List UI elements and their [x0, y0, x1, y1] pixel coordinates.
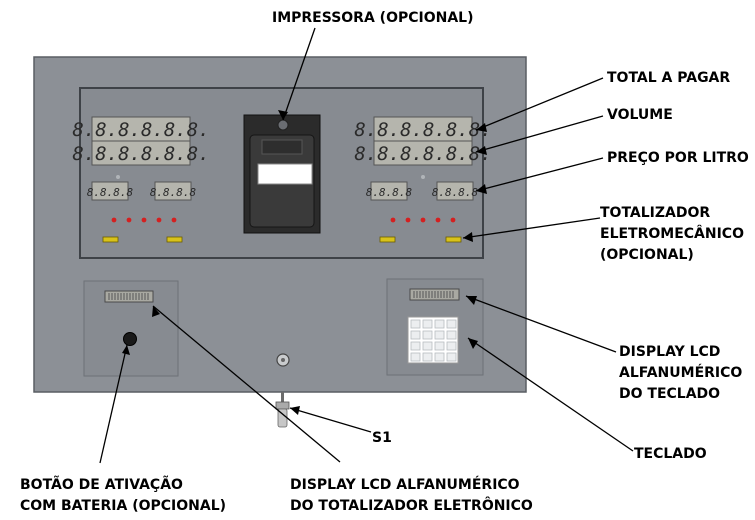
led: [450, 217, 456, 223]
right-price-lcd-a: [370, 181, 408, 201]
printer: [243, 114, 321, 234]
led: [141, 217, 147, 223]
left-volume-digits: 8.8.8.8.8.8.: [72, 143, 209, 165]
label-s1: S1: [372, 430, 392, 446]
left-price-digits-a: 8.8.8.8: [87, 186, 134, 199]
left-sensor-dot: [116, 175, 120, 179]
label-preco-por-litro: PREÇO POR LITRO: [607, 150, 749, 166]
led: [435, 217, 441, 223]
left-totalizer-b: [166, 236, 183, 243]
label-total-a-pagar: TOTAL A PAGAR: [607, 70, 731, 86]
activation-button[interactable]: [123, 332, 137, 346]
right-price-digits-a: 8.8.8.8: [366, 186, 413, 199]
right-volume-lcd: [373, 140, 473, 166]
left-lcd-ticks: [108, 293, 149, 300]
led: [156, 217, 162, 223]
keypad[interactable]: [407, 316, 459, 364]
led: [405, 217, 411, 223]
label-lcd-teclado: DISPLAY LCD ALFANUMÉRICO DO TECLADO: [619, 344, 743, 402]
right-lcd-ticks: [413, 291, 454, 298]
led: [171, 217, 177, 223]
arrow-heads: [122, 110, 487, 415]
label-impressora: IMPRESSORA (OPCIONAL): [272, 10, 474, 26]
left-total-digits: 8.8.8.8.8.8.: [72, 119, 209, 141]
left-totalizer-a: [102, 236, 119, 243]
led: [390, 217, 396, 223]
right-sensor-dot: [421, 175, 425, 179]
label-lcd-totalizador: DISPLAY LCD ALFANUMÉRICO DO TOTALIZADOR …: [290, 477, 533, 514]
s1-key-switch: [275, 392, 290, 428]
left-price-digits-b: 8.8.8.8: [150, 186, 197, 199]
right-price-digits-b: 8.8.8.8: [432, 186, 479, 199]
left-lcd-alfanumerico: [104, 290, 154, 303]
right-volume-digits: 8.8.8.8.8.8.: [354, 143, 491, 165]
led: [111, 217, 117, 223]
leader-lines: [99, 27, 634, 464]
led: [420, 217, 426, 223]
left-volume-lcd: [91, 140, 191, 166]
label-teclado: TECLADO: [634, 446, 707, 462]
left-led-row: [111, 217, 177, 223]
label-totalizador: TOTALIZADOR ELETROMECÂNICO (OPCIONAL): [600, 205, 744, 263]
right-totalizer-a: [379, 236, 396, 243]
right-total-digits: 8.8.8.8.8.8.: [354, 119, 491, 141]
led: [126, 217, 132, 223]
right-totalizer-b: [445, 236, 462, 243]
left-price-lcd-a: [91, 181, 129, 201]
printer-knob: [277, 119, 289, 131]
left-price-lcd-b: [154, 181, 192, 201]
label-botao-ativacao: BOTÃO DE ATIVAÇÃO COM BATERIA (OPCIONAL): [20, 477, 227, 514]
right-led-row: [390, 217, 456, 223]
label-volume: VOLUME: [607, 107, 673, 123]
right-price-lcd-b: [436, 181, 474, 201]
